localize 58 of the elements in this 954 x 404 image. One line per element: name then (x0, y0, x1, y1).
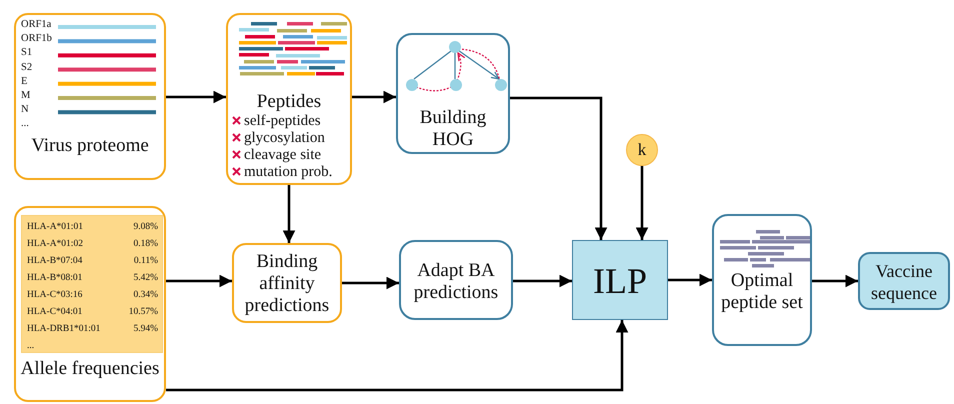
process-box (712, 214, 812, 346)
allele-name: HLA-B*08:01 (27, 272, 82, 284)
arrow (513, 274, 572, 288)
allele-panel (14, 206, 166, 402)
node-title: Building HOG (418, 107, 488, 151)
criterion-text: self-peptides (244, 113, 321, 130)
criterion-text: glycosylation (244, 130, 325, 147)
protein-label: ORF1b (21, 33, 52, 46)
arrow (166, 90, 226, 104)
process-box (232, 243, 342, 323)
node-title: Optimal peptide set (720, 270, 804, 314)
arrow (342, 276, 399, 290)
node-title: ILP (592, 263, 648, 299)
ilp-box (572, 240, 668, 320)
frequency-value: 0.11% (134, 255, 158, 267)
process-box (399, 240, 513, 320)
arrow (166, 320, 628, 392)
frequency-value: 10.57% (128, 306, 158, 318)
ellipsis-text: ... (27, 340, 34, 352)
protein-label: ... (21, 118, 29, 130)
parameter-circle (626, 134, 658, 166)
protein-label: ORF1a (21, 19, 52, 31)
allele-name: HLA-DRB1*01:01 (27, 323, 100, 335)
allele-name: HLA-B*07:04 (27, 255, 82, 267)
output-box (858, 252, 950, 310)
arrow (282, 185, 296, 243)
allele-name: HLA-C*03:16 (27, 289, 82, 301)
node-title: Virus proteome (30, 135, 150, 157)
proteome-panel (14, 13, 166, 180)
frequency-value: 9.08% (133, 221, 158, 233)
criterion-text: mutation prob. (244, 164, 332, 181)
arrow (510, 96, 608, 240)
allele-name: HLA-A*01:01 (27, 221, 83, 233)
arrow (668, 274, 712, 286)
allele-name: HLA-A*01:02 (27, 238, 83, 250)
frequency-value: 5.42% (133, 272, 158, 284)
node-title: Adapt BA predictions (412, 260, 500, 304)
criterion-text: cleavage site (244, 147, 322, 164)
protein-label: S2 (21, 62, 32, 74)
protein-label: E (21, 76, 28, 88)
node-title: Binding affinity predictions (244, 251, 330, 317)
arrow (636, 166, 648, 240)
protein-label: M (21, 90, 30, 102)
node-title: Vaccine sequence (870, 260, 938, 304)
arrow (352, 90, 396, 104)
node-title: Peptides (256, 91, 322, 113)
parameter-label: k (636, 140, 648, 160)
node-title: Allele frequencies (20, 358, 160, 380)
arrow (166, 274, 232, 288)
protein-label: S1 (21, 47, 32, 60)
protein-label: N (21, 104, 29, 116)
frequency-value: 5.94% (133, 323, 158, 335)
arrow (812, 274, 858, 288)
frequency-value: 0.18% (133, 238, 158, 250)
process-box (396, 33, 510, 154)
frequency-value: 0.34% (133, 289, 158, 301)
peptides-panel (226, 13, 352, 185)
allele-name: HLA-C*04:01 (27, 306, 82, 318)
